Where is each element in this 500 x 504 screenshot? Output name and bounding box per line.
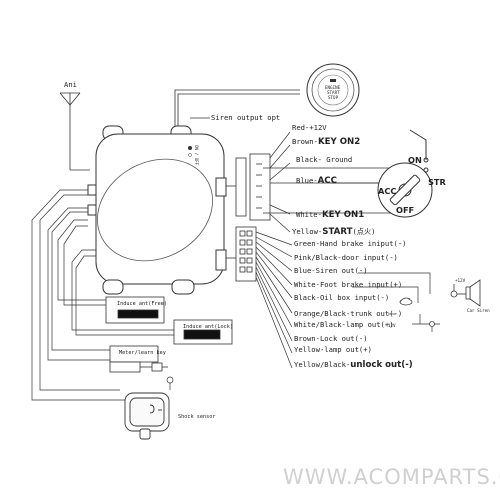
antenna-label: Ani [64, 80, 77, 89]
c1-wire-1-prefix: Brown- [292, 137, 318, 146]
lamp-voltage: 12V [388, 323, 396, 328]
c2-wire-1-prefix: Pink/Black-door input(-) [294, 253, 398, 262]
c2-wire-5-prefix: Orange/Black-trunk out(-) [294, 309, 402, 318]
c2-wire-1: Pink/Black-door input(-) [294, 253, 398, 262]
c1-wire-0-prefix: Red- [292, 123, 309, 132]
control-module [87, 125, 227, 295]
c2-wire-5: Orange/Black-trunk out(-) [294, 309, 402, 318]
watermark: WWW.ACOMPARTS.COM [283, 465, 500, 489]
c2-wire-0-prefix: Green-Hand brake iniput(-) [294, 239, 407, 248]
left-harness [31, 189, 174, 401]
antenna [59, 92, 90, 171]
induce-free-label: Induce ant(Free) [117, 301, 167, 307]
siren-output-label: Siren output opt [211, 113, 280, 122]
meter-learn-key [109, 345, 168, 373]
module-switch [188, 146, 192, 157]
siren-wire [174, 89, 300, 128]
c1-wire-5-prefix: Yellow- [292, 227, 322, 236]
c2-wire-9-strong: unlock out(-) [350, 360, 413, 370]
c1-wire-4-strong: KEY ON1 [322, 210, 364, 220]
start-button-line3: STOP [328, 95, 339, 100]
c1-wire-5-suffix: (点火) [352, 227, 375, 236]
c2-wire-4-prefix: Black-Oil box input(-) [294, 293, 389, 302]
c2-wire-7-prefix: Brown-Lock out(-) [294, 334, 368, 343]
c2-wire-4: Black-Oil box input(-) [294, 293, 389, 302]
start-button-line1: ENGINE [325, 85, 341, 90]
c1-wire-3: Blue-ACC [296, 176, 337, 186]
c2-wire-3: White-Foot brake input(+) [294, 280, 402, 289]
start-stop-button [306, 63, 360, 117]
car-siren-label: Car Siren [467, 308, 490, 313]
connector-1 [226, 153, 271, 221]
trunk-relay-icon [399, 297, 413, 306]
ignition-on: ON [408, 155, 422, 165]
shock-sensor [124, 392, 170, 440]
c1-wire-1-strong: KEY ON2 [318, 137, 360, 147]
c1-wire-4: White-KEY ON1 [296, 210, 364, 220]
module-switch-label: ON / OFF [194, 145, 199, 166]
lamp-icon [419, 314, 435, 332]
c1-wire-0: Red-+12V [292, 123, 327, 132]
c2-wire-2-prefix: Blue-Siren out(-) [294, 266, 368, 275]
c2-wire-9-prefix: Yellow/Black- [294, 360, 350, 369]
key-icon [166, 376, 174, 390]
c1-wire-1: Brown-KEY ON2 [292, 137, 360, 147]
c2-wire-0: Green-Hand brake iniput(-) [294, 239, 407, 248]
c1-wire-5: Yellow-START(点火) [292, 227, 375, 237]
connector-2-wires [255, 231, 293, 369]
ignition-acc: ACC [378, 186, 396, 196]
c1-wire-5-strong: START [322, 227, 352, 237]
ignition-off: OFF [396, 205, 414, 215]
induce-antenna-free [105, 296, 165, 324]
car-siren-voltage: +12V [455, 278, 466, 283]
connector-2 [226, 226, 257, 282]
c1-wire-2: Black- Ground [296, 155, 352, 164]
c1-wire-3-strong: ACC [318, 176, 337, 186]
induce-lock-label: Induce ant(Lock) [183, 324, 233, 330]
induce-antenna-lock [173, 319, 233, 345]
c1-wire-3-prefix: Blue- [296, 176, 318, 185]
siren-output-wires [352, 272, 440, 325]
meter-label: Meter/learn key [119, 350, 166, 356]
c2-wire-6-prefix: White/Black-lamp out(+) [294, 320, 394, 329]
c2-wire-3-prefix: White-Foot brake input(+) [294, 280, 402, 289]
c2-wire-7: Brown-Lock out(-) [294, 334, 368, 343]
c2-wire-8: Yellow-lamp out(+) [294, 345, 372, 354]
c2-wire-6: White/Black-lamp out(+) [294, 320, 394, 329]
c1-wire-2-prefix: Black- Ground [296, 155, 352, 164]
c1-wire-4-prefix: White- [296, 210, 322, 219]
ignition-switch [377, 129, 433, 218]
c2-wire-2: Blue-Siren out(-) [294, 266, 368, 275]
c1-wire-0-suffix: +12V [309, 123, 327, 132]
start-button-line2: START [327, 90, 340, 95]
ignition-str: STR [428, 177, 446, 187]
shock-sensor-label: Shock sensor [178, 414, 215, 420]
c2-wire-9: Yellow/Black-unlock out(-) [294, 360, 413, 370]
c2-wire-8-prefix: Yellow-lamp out(+) [294, 345, 372, 354]
car-siren [450, 279, 481, 307]
